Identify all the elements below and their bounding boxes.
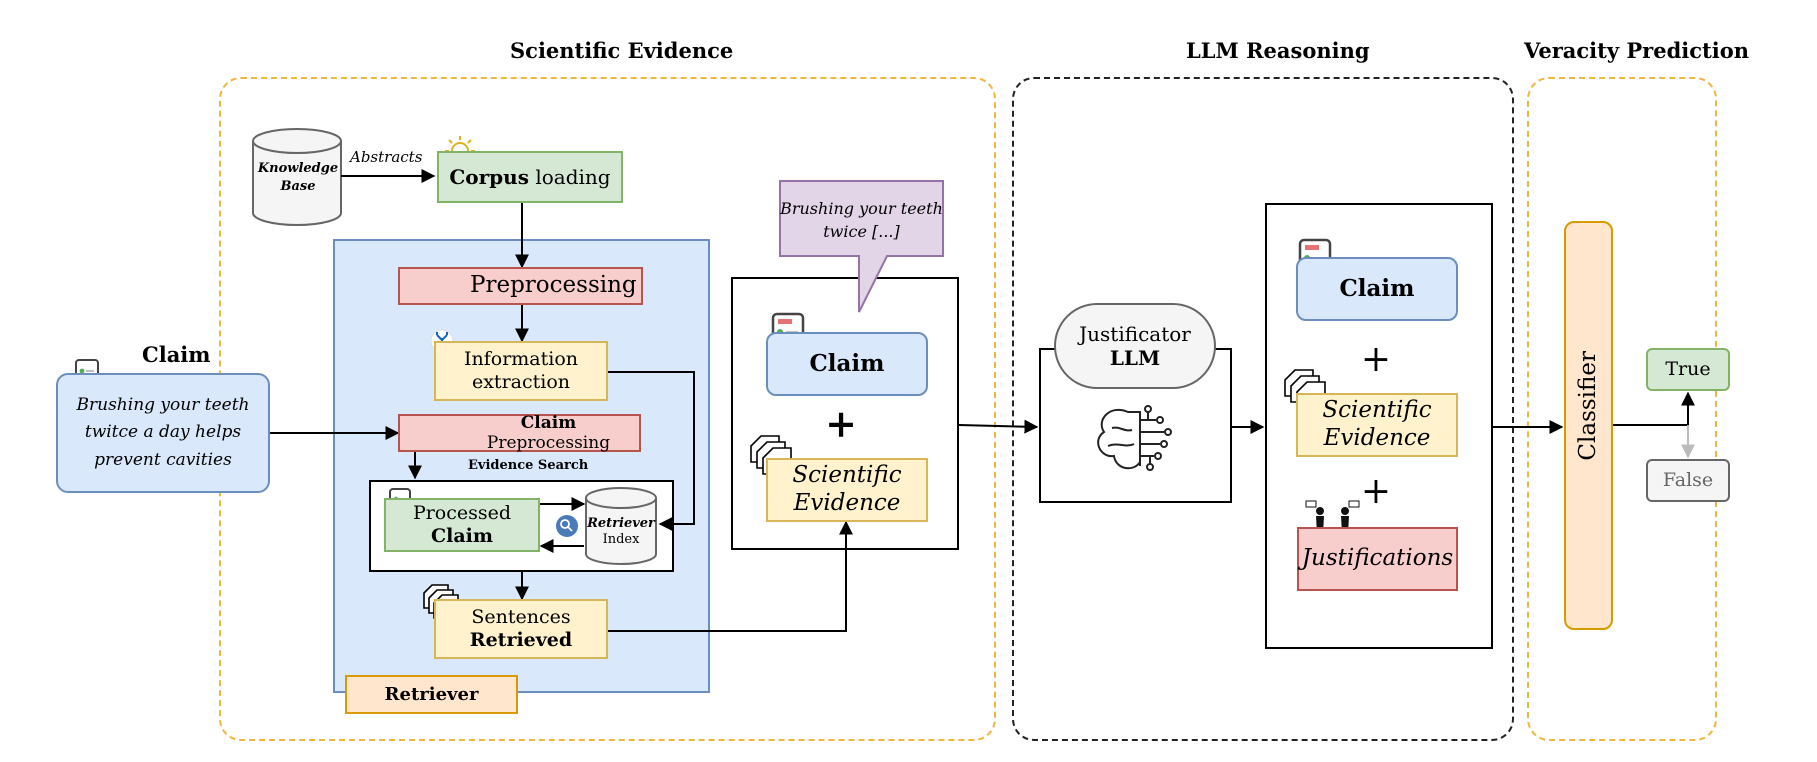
abstracts-label: Abstracts	[350, 148, 423, 166]
input-claim-title: Claim	[142, 342, 211, 367]
classifier-node: Classifier	[1564, 221, 1613, 630]
section-title-veracity-prediction: Veracity Prediction	[1524, 38, 1749, 63]
information-extraction-node: Information extraction	[434, 341, 608, 401]
retriever-index-line1: Retriever	[587, 516, 655, 532]
reasoning-card-evidence: Scientific Evidence	[1296, 393, 1458, 457]
reasoning-card-evidence-line2: Evidence	[1323, 425, 1431, 451]
processed-claim-line2: Claim	[431, 525, 493, 547]
section-title-llm-reasoning: LLM Reasoning	[1186, 38, 1370, 63]
veracity-prediction-panel	[1527, 77, 1717, 741]
claim-preprocessing-node: Claim Preprocessing	[398, 412, 641, 453]
reasoning-card-plus-2: +	[1360, 471, 1392, 513]
information-extraction-line1: Information	[463, 348, 579, 371]
justificator-line2: LLM	[1109, 346, 1161, 370]
knowledge-base-text: Knowledge Base	[257, 161, 339, 194]
evidence-card-evidence-line2: Evidence	[793, 490, 901, 516]
claim-preprocessing-bold: Claim	[520, 412, 577, 433]
justificator-line1: Justificator	[1079, 322, 1191, 346]
evidence-search-label: Evidence Search	[468, 458, 589, 473]
reasoning-card-plus-1: +	[1360, 339, 1392, 381]
classifier-label: Classifier	[1574, 350, 1601, 461]
processed-claim-node: Processed Claim	[384, 498, 540, 552]
knowledge-base-label: Knowledge Base	[258, 158, 338, 198]
evidence-card-claim: Claim	[766, 332, 928, 396]
corpus-loading-rest: loading	[528, 165, 611, 189]
evidence-card-evidence: Scientific Evidence	[766, 458, 928, 522]
reasoning-card-claim: Claim	[1296, 257, 1458, 321]
input-claim-node: Brushing your teeth twitce a day helps p…	[56, 373, 270, 493]
llm-reasoning-panel	[1012, 77, 1514, 741]
retriever-index-label: Retriever Index	[586, 514, 656, 550]
retriever-index-line2: Index	[602, 532, 640, 547]
evidence-card-evidence-line1: Scientific	[792, 462, 902, 489]
reasoning-card-evidence-line1: Scientific	[1322, 397, 1432, 424]
sentences-retrieved-node: Sentences Retrieved	[434, 599, 608, 659]
processed-claim-line1: Processed	[412, 502, 512, 525]
speech-bubble-text: Brushing your teeth twice [...]	[780, 198, 943, 241]
corpus-loading-node: Corpus loading	[437, 151, 623, 203]
false-label-node: False	[1646, 459, 1730, 502]
sentences-retrieved-line2: Retrieved	[469, 629, 573, 651]
information-extraction-line2: extraction	[471, 371, 571, 393]
section-title-scientific-evidence: Scientific Evidence	[510, 38, 734, 63]
corpus-loading-bold: Corpus	[449, 165, 529, 189]
justifications-node: Justifications	[1297, 527, 1458, 591]
justificator-llm-node: Justificator LLM	[1054, 303, 1216, 389]
claim-preprocessing-rest: Preprocessing	[486, 433, 611, 453]
true-label-node: True	[1646, 348, 1730, 391]
preprocessing-node: Preprocessing	[398, 267, 643, 305]
evidence-card-plus: +	[825, 401, 857, 447]
retriever-label: Retriever	[345, 675, 518, 714]
sentences-retrieved-line1: Sentences	[471, 606, 571, 629]
